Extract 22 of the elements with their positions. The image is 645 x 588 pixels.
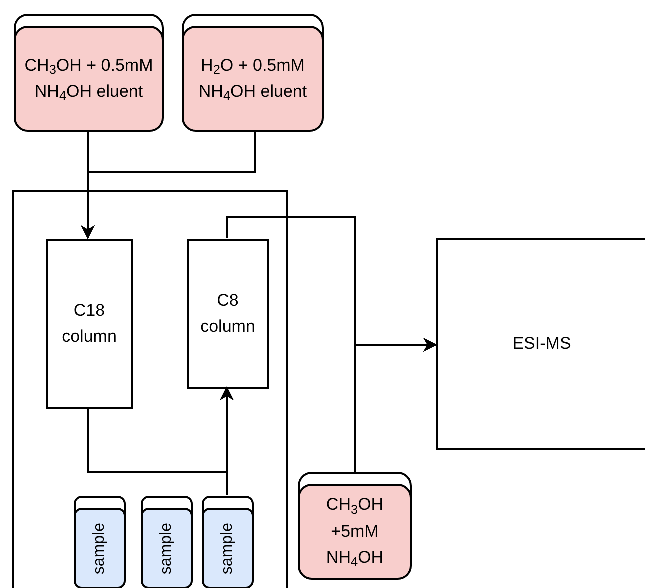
- process-box: [187, 239, 269, 389]
- node-label: sample: [92, 522, 108, 574]
- node-label: ESI-MS: [512, 332, 572, 355]
- arrow: [220, 386, 234, 495]
- node-label: H$_{2}$O + 0.5mM NH$_{4}$OH eluent: [198, 54, 308, 106]
- node-label: sample: [159, 522, 175, 574]
- node-label: C18 column: [61, 300, 118, 348]
- arrow: [81, 132, 256, 240]
- process-box: [46, 239, 133, 409]
- node-label: C8 column: [200, 290, 256, 338]
- arrow: [354, 338, 438, 472]
- container-frame: [12, 190, 288, 588]
- eluent-bottle: [182, 14, 324, 132]
- node-label: CH$_{3}$OH +5mM NH$_{4}$OH: [325, 494, 385, 572]
- process-box: [436, 238, 645, 450]
- sample-vial: [141, 496, 193, 588]
- sample-vial: [74, 496, 126, 588]
- node-label: sample: [220, 522, 236, 574]
- sample-vial: [202, 496, 254, 588]
- eluent-bottle: [298, 472, 412, 580]
- node-label: CH$_{3}$OH + 0.5mM NH$_{4}$OH eluent: [24, 54, 154, 106]
- eluent-bottle: [14, 14, 164, 132]
